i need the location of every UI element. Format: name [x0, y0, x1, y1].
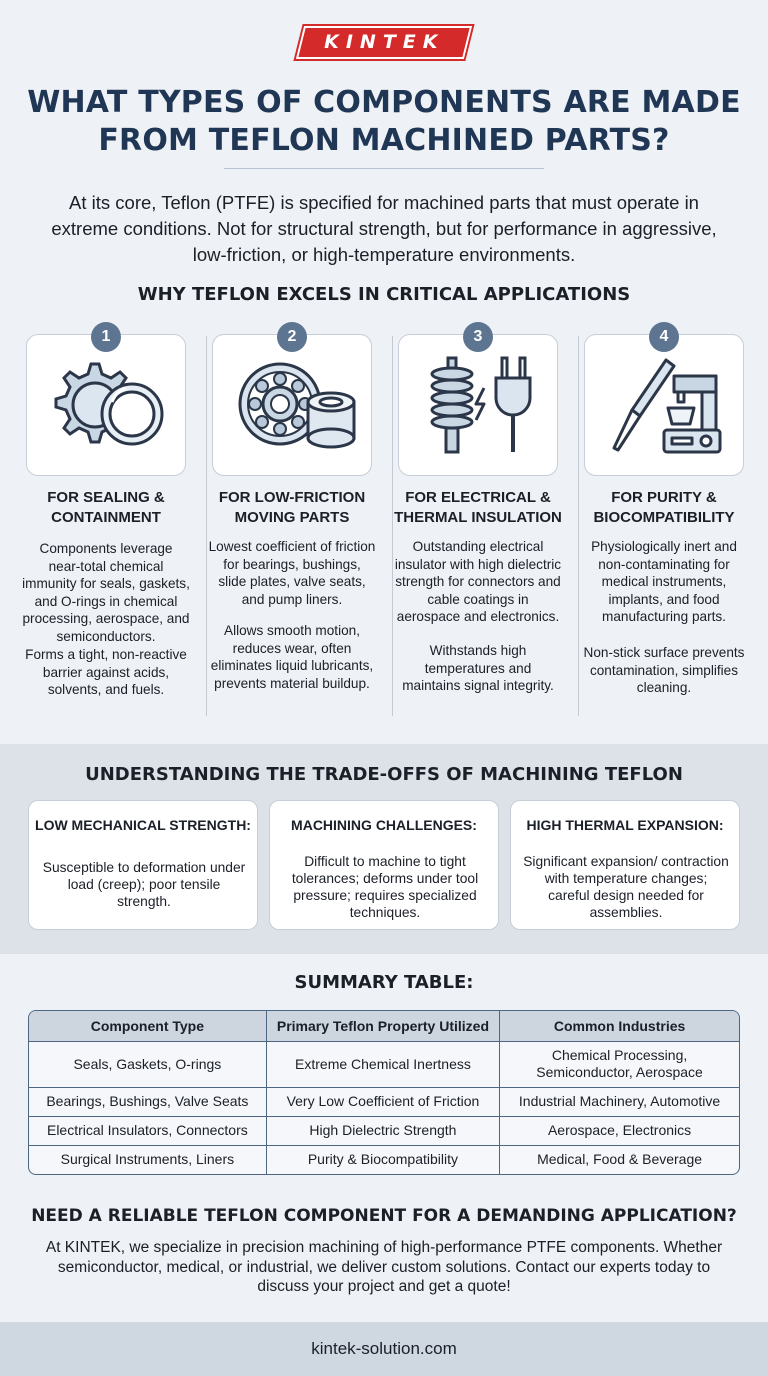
why-column-4: 4: [578, 322, 750, 722]
tradeoff-heading: HIGH THERMAL EXPANSION:: [526, 817, 724, 833]
column-header: Common Industries: [499, 1011, 739, 1042]
tradeoff-card-expansion: HIGH THERMAL EXPANSION: Significant expa…: [510, 800, 740, 930]
table-row: Seals, Gaskets, O-rings Extreme Chemical…: [29, 1041, 739, 1088]
gear-and-o-ring-icon: [54, 362, 164, 446]
title-line-2: FROM TEFLON MACHINED PARTS?: [98, 123, 670, 158]
table-row: Electrical Insulators, Connectors High D…: [29, 1116, 739, 1146]
table-cell: Electrical Insulators, Connectors: [29, 1116, 267, 1146]
cta-text: At KINTEK, we specialize in precision ma…: [45, 1239, 723, 1295]
why-text-4a: Physiologically inert and non-contaminat…: [591, 539, 737, 625]
icon-box-1: [26, 334, 186, 476]
why-column-2: 2: [206, 322, 378, 722]
why-text-3a: Outstanding electrical insulator with hi…: [394, 539, 562, 625]
scalpel-and-mixer-icon: [612, 358, 722, 454]
step-badge-2: 2: [277, 322, 307, 352]
table-row: Bearings, Bushings, Valve Seats Very Low…: [29, 1087, 739, 1117]
table-cell: Extreme Chemical Inertness: [266, 1041, 501, 1088]
table-cell: Industrial Machinery, Automotive: [499, 1087, 739, 1117]
table-cell: Very Low Coefficient of Friction: [266, 1087, 501, 1117]
why-column-3: 3: [392, 322, 564, 722]
why-text-1b: Forms a tight, non-reactive barrier agai…: [25, 647, 187, 698]
why-heading-4: FOR PURITY & BIOCOMPATIBILITY: [593, 489, 735, 526]
ball-bearing-and-bushing-icon: [238, 362, 356, 449]
page-title: WHAT TYPES OF COMPONENTS ARE MADE FROM T…: [20, 84, 748, 160]
tradeoff-card-strength: LOW MECHANICAL STRENGTH: Susceptible to …: [28, 800, 258, 930]
table-cell: Seals, Gaskets, O-rings: [29, 1041, 267, 1088]
insulator-and-plug-icon: [430, 356, 532, 454]
title-divider: [224, 168, 544, 169]
icon-box-2: [212, 334, 372, 476]
why-text-1a: Components leverage near-total chemical …: [22, 541, 190, 644]
table-cell: Bearings, Bushings, Valve Seats: [29, 1087, 267, 1117]
table-row: Surgical Instruments, Liners Purity & Bi…: [29, 1145, 739, 1174]
tradeoff-heading: LOW MECHANICAL STRENGTH:: [35, 817, 251, 833]
column-divider: [206, 336, 207, 716]
table-cell: High Dielectric Strength: [266, 1116, 501, 1146]
table-cell: Aerospace, Electronics: [499, 1116, 739, 1146]
icon-box-3: [398, 334, 558, 476]
tradeoff-card-machining: MACHINING CHALLENGES: Difficult to machi…: [269, 800, 499, 930]
tradeoff-heading: MACHINING CHALLENGES:: [291, 817, 477, 833]
step-badge-4: 4: [649, 322, 679, 352]
footer-url-link[interactable]: kintek-solution.com: [311, 1339, 457, 1358]
column-header: Component Type: [29, 1011, 267, 1042]
column-divider: [392, 336, 393, 716]
logo-text: KINTEK: [323, 31, 445, 53]
logo-wrap: KINTEK: [0, 26, 768, 59]
why-heading-2: FOR LOW-FRICTION MOVING PARTS: [218, 489, 366, 526]
why-heading-1: FOR SEALING & CONTAINMENT: [47, 489, 165, 526]
title-line-1: WHAT TYPES OF COMPONENTS ARE MADE: [27, 85, 741, 120]
cta-title: NEED A RELIABLE TEFLON COMPONENT FOR A D…: [31, 1206, 737, 1226]
icon-box-4: [584, 334, 744, 476]
table-cell: Chemical Processing, Semiconductor, Aero…: [499, 1041, 739, 1088]
why-text-3b: Withstands high temperatures and maintai…: [402, 643, 554, 694]
why-section-title: WHY TEFLON EXCELS IN CRITICAL APPLICATIO…: [137, 284, 631, 305]
why-text-2b: Allows smooth motion, reduces wear, ofte…: [210, 623, 374, 691]
table-cell: Purity & Biocompatibility: [266, 1145, 501, 1174]
why-column-1: 1 FOR SEALING & CONTAINMENT Components l…: [20, 322, 192, 722]
table-cell: Surgical Instruments, Liners: [29, 1145, 267, 1174]
tradeoff-text: Significant expansion/ contraction with …: [523, 854, 729, 920]
why-columns: 1 FOR SEALING & CONTAINMENT Components l…: [20, 322, 750, 722]
tradeoffs-title: UNDERSTANDING THE TRADE-OFFS OF MACHININ…: [85, 764, 683, 785]
intro-paragraph: At its core, Teflon (PTFE) is specified …: [51, 192, 717, 265]
table-header-row: Component Type Primary Teflon Property U…: [29, 1011, 739, 1042]
why-text-4b: Non-stick surface prevents contamination…: [583, 645, 745, 696]
column-divider: [578, 336, 579, 716]
step-badge-3: 3: [463, 322, 493, 352]
step-badge-1: 1: [91, 322, 121, 352]
summary-title: SUMMARY TABLE:: [294, 972, 474, 993]
footer-bar: kintek-solution.com: [0, 1322, 768, 1376]
why-heading-3: FOR ELECTRICAL & THERMAL INSULATION: [394, 489, 562, 526]
kintek-logo[interactable]: KINTEK: [295, 26, 473, 59]
column-header: Primary Teflon Property Utilized: [266, 1011, 501, 1042]
table-cell: Medical, Food & Beverage: [537, 1151, 703, 1168]
tradeoff-text: Difficult to machine to tight tolerances…: [291, 854, 479, 920]
tradeoffs-section: UNDERSTANDING THE TRADE-OFFS OF MACHININ…: [0, 744, 768, 954]
why-text-2a: Lowest coefficient of friction for beari…: [208, 539, 376, 607]
summary-table: Component Type Primary Teflon Property U…: [28, 1010, 740, 1175]
tradeoff-text: Susceptible to deformation under load (c…: [42, 860, 246, 909]
